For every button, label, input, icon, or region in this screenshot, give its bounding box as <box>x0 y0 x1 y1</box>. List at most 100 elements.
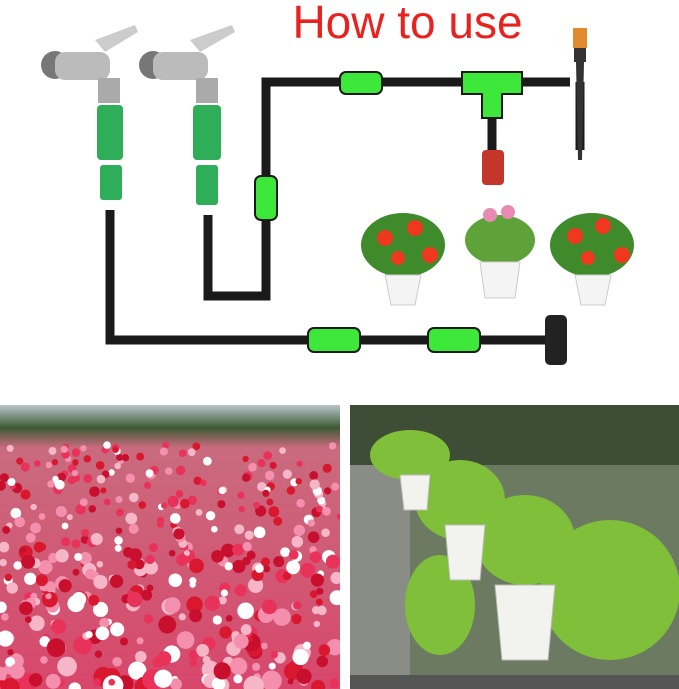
flower <box>178 613 186 621</box>
flower <box>296 668 312 685</box>
flower <box>261 557 271 567</box>
flower <box>330 571 340 585</box>
flower <box>167 495 179 508</box>
flower <box>72 459 79 466</box>
flower <box>257 481 267 492</box>
flower <box>24 616 32 623</box>
flower <box>85 568 96 580</box>
flower <box>57 656 77 677</box>
flower <box>213 662 231 680</box>
flower <box>19 601 33 616</box>
flower <box>324 487 332 495</box>
stake-dripper-icon <box>574 35 586 160</box>
flower <box>202 456 212 466</box>
flower <box>74 553 83 561</box>
flower <box>193 476 202 485</box>
flower-pot-icon <box>550 213 634 306</box>
flower <box>119 637 129 646</box>
flower <box>242 455 249 463</box>
flower <box>38 560 53 575</box>
flower <box>99 617 110 629</box>
flower <box>200 479 207 487</box>
flower <box>189 558 204 574</box>
flower <box>10 507 22 519</box>
flower <box>307 531 320 543</box>
flower <box>14 516 26 528</box>
flower <box>115 527 123 535</box>
flower <box>192 442 201 451</box>
flower <box>88 594 100 606</box>
flower <box>233 633 249 649</box>
flower <box>127 591 143 608</box>
flower <box>88 505 96 513</box>
flower <box>2 526 11 534</box>
flower <box>311 679 326 689</box>
flower <box>233 674 243 684</box>
flower <box>234 524 245 535</box>
flower <box>33 460 41 467</box>
flower <box>296 498 305 508</box>
flower <box>168 549 176 557</box>
flower <box>30 522 42 534</box>
flower <box>67 476 76 485</box>
flower <box>47 480 55 488</box>
flower <box>73 635 93 655</box>
flower <box>287 678 294 685</box>
flower <box>71 539 81 549</box>
flower <box>328 442 337 450</box>
flower <box>100 487 107 494</box>
flower <box>204 595 220 611</box>
flower <box>66 514 73 521</box>
flower <box>291 613 302 625</box>
straight-connector-icon <box>339 71 383 95</box>
straight-connector-icon <box>307 327 361 353</box>
flower <box>40 656 48 664</box>
flower-field-photo <box>0 405 340 689</box>
flower <box>322 463 332 473</box>
tee-connector-icon <box>461 71 523 119</box>
flower <box>0 678 20 689</box>
flower <box>25 532 36 543</box>
flower <box>263 451 273 460</box>
flower <box>292 648 309 666</box>
flower <box>309 551 322 563</box>
flower <box>109 574 124 588</box>
flower-pot-icon <box>361 213 445 306</box>
flower <box>273 516 283 526</box>
flower <box>169 513 181 524</box>
flower <box>83 474 93 483</box>
flower <box>189 659 197 667</box>
flower <box>112 656 122 667</box>
flower <box>161 502 168 509</box>
flower <box>83 455 92 463</box>
flower <box>21 554 36 569</box>
flower <box>310 573 325 587</box>
flower <box>72 568 80 576</box>
flower <box>114 544 122 552</box>
flower <box>136 452 145 461</box>
flower <box>45 673 61 689</box>
flower <box>95 460 105 470</box>
flower <box>253 501 260 509</box>
flower <box>156 520 164 528</box>
flower <box>114 462 122 470</box>
flower <box>179 498 190 509</box>
flower <box>39 636 51 647</box>
flower <box>125 473 135 483</box>
flower <box>302 641 311 650</box>
flower <box>9 663 25 679</box>
flower <box>110 622 125 637</box>
flower <box>94 650 103 658</box>
flower <box>225 615 233 622</box>
flower <box>7 649 14 656</box>
flower <box>148 542 158 552</box>
flower <box>176 631 195 649</box>
flower <box>316 655 329 668</box>
flower <box>0 541 10 553</box>
flower <box>307 519 316 527</box>
flower <box>279 447 287 455</box>
flower <box>273 611 282 619</box>
flower <box>261 642 268 650</box>
straight-connector-icon <box>254 175 278 221</box>
flower <box>48 447 57 455</box>
